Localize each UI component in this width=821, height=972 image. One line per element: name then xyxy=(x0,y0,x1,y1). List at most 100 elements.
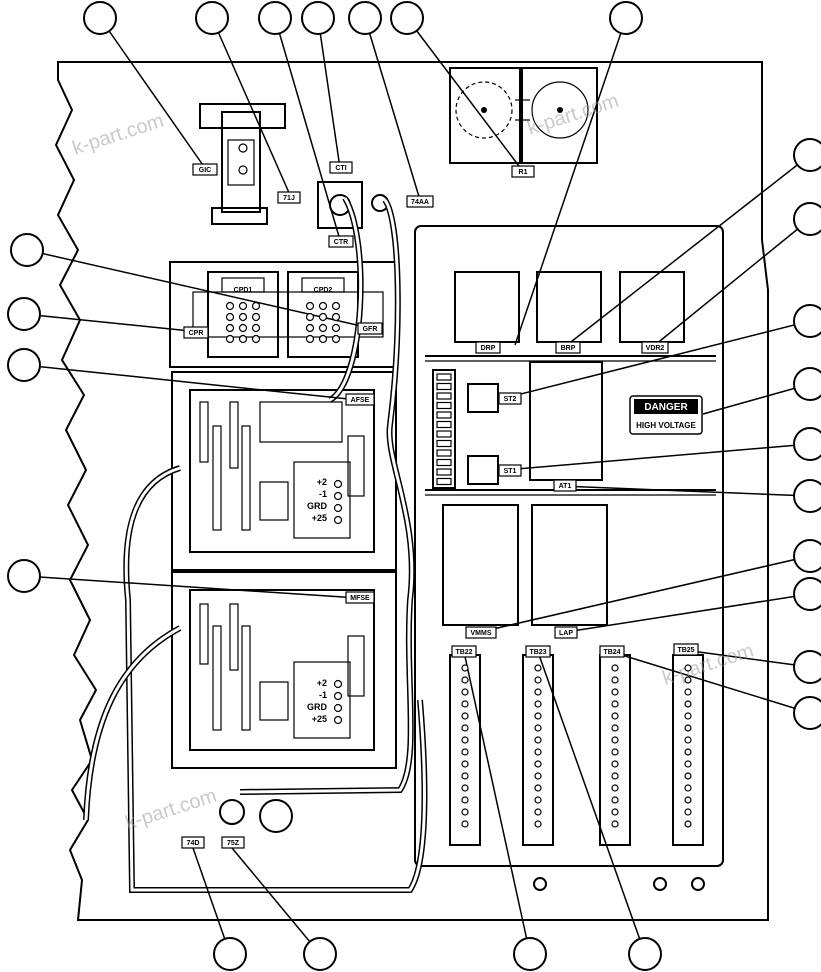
relay-pin xyxy=(225,301,235,311)
terminal-stud xyxy=(684,808,692,816)
terminal-stud xyxy=(461,748,469,756)
svg-text:CTR: CTR xyxy=(334,239,348,246)
callout-circle xyxy=(390,1,424,35)
terminal-stud xyxy=(684,772,692,780)
bottom-hole-3 xyxy=(691,877,705,891)
panel-outline xyxy=(54,61,769,921)
relay-pin xyxy=(305,301,315,311)
terminal-stud xyxy=(534,700,542,708)
relay-pin xyxy=(251,301,261,311)
terminal-stud xyxy=(684,796,692,804)
callout-circle xyxy=(793,539,821,573)
tag-drp: DRP xyxy=(475,341,501,354)
afse-terminal-labels: +2 -1 GRD +25 xyxy=(307,477,328,523)
tag-71j: 71J xyxy=(277,191,301,204)
callout-circle xyxy=(793,650,821,684)
svg-text:71J: 71J xyxy=(283,195,295,202)
terminal-stud xyxy=(534,712,542,720)
tag-gic: GIC xyxy=(192,163,218,176)
callout-circle xyxy=(7,348,41,382)
strip-terminal xyxy=(436,392,452,400)
svg-text:75Z: 75Z xyxy=(227,840,240,847)
svg-text:AT1: AT1 xyxy=(559,483,572,490)
terminal-stud xyxy=(611,676,619,684)
svg-text:+25: +25 xyxy=(312,714,327,724)
callout-circle xyxy=(301,1,335,35)
terminal-stud xyxy=(461,664,469,672)
terminal-stud xyxy=(611,712,619,720)
svg-text:TB24: TB24 xyxy=(603,649,620,656)
terminal-screw xyxy=(333,703,343,713)
svg-text:LAP: LAP xyxy=(559,630,573,637)
terminal-stud xyxy=(684,724,692,732)
terminal-stud xyxy=(684,820,692,828)
svg-text:+25: +25 xyxy=(312,513,327,523)
terminal-stud xyxy=(611,736,619,744)
callout-circle xyxy=(793,696,821,730)
relay-pin xyxy=(238,301,248,311)
svg-text:VMMS: VMMS xyxy=(471,630,492,637)
terminal-stud xyxy=(461,700,469,708)
terminal-stud xyxy=(534,676,542,684)
callout-circle xyxy=(609,1,643,35)
terminal-stud xyxy=(534,772,542,780)
terminal-stud xyxy=(461,808,469,816)
drp-box xyxy=(454,271,520,343)
terminal-stud xyxy=(611,700,619,708)
tag-brp: BRP xyxy=(555,341,581,354)
svg-text:DRP: DRP xyxy=(481,345,496,352)
svg-text:GFR: GFR xyxy=(363,326,378,333)
svg-text:MFSE: MFSE xyxy=(350,595,370,602)
terminal-stud xyxy=(534,796,542,804)
resistor-drums xyxy=(449,67,598,164)
terminal-stud xyxy=(684,664,692,672)
callout-circle xyxy=(793,577,821,611)
terminal-stud xyxy=(611,688,619,696)
terminal-stud xyxy=(684,676,692,684)
terminal-stud xyxy=(684,712,692,720)
svg-text:CPR: CPR xyxy=(189,330,204,337)
terminal-stud xyxy=(461,724,469,732)
terminal-stud xyxy=(611,820,619,828)
relay-pin xyxy=(305,323,315,333)
terminal-screw xyxy=(333,479,343,489)
callout-circle xyxy=(793,304,821,338)
terminal-stud xyxy=(684,700,692,708)
strip-terminal xyxy=(436,382,452,391)
tag-75z: 75Z xyxy=(221,836,245,849)
tag-tb25: TB25 xyxy=(673,643,699,656)
terminal-stud xyxy=(684,784,692,792)
relay-pin xyxy=(305,334,315,344)
terminal-stud xyxy=(611,796,619,804)
tag-afse: AFSE xyxy=(345,393,375,406)
brp-box xyxy=(536,271,602,343)
terminal-stud xyxy=(461,820,469,828)
relay-pin xyxy=(331,301,341,311)
tag-st1: ST1 xyxy=(498,464,522,477)
watermark: k-part.com xyxy=(123,785,220,835)
cables xyxy=(83,196,428,893)
callout-circle xyxy=(83,1,117,35)
tag-tb23: TB23 xyxy=(525,645,551,658)
bottom-opening-2 xyxy=(259,799,293,833)
relay-pin xyxy=(225,323,235,333)
strip-terminal xyxy=(436,401,452,410)
terminal-stud xyxy=(534,664,542,672)
terminal-stud xyxy=(534,808,542,816)
tag-74aa: 74AA xyxy=(406,195,434,208)
vdr2-box xyxy=(619,271,685,343)
strip-terminal xyxy=(436,411,452,419)
callout-circle xyxy=(793,138,821,172)
tag-at1: AT1 xyxy=(553,479,577,492)
callout-circle xyxy=(195,1,229,35)
cpd2-label: CPD2 xyxy=(314,287,333,294)
svg-text:74D: 74D xyxy=(187,840,200,847)
callout-circle xyxy=(258,1,292,35)
svg-text:VDR2: VDR2 xyxy=(646,345,665,352)
relay-pin xyxy=(318,323,328,333)
terminal-stud xyxy=(461,772,469,780)
relay-pin xyxy=(225,312,235,322)
terminal-stud xyxy=(684,760,692,768)
svg-text:CTI: CTI xyxy=(335,165,346,172)
